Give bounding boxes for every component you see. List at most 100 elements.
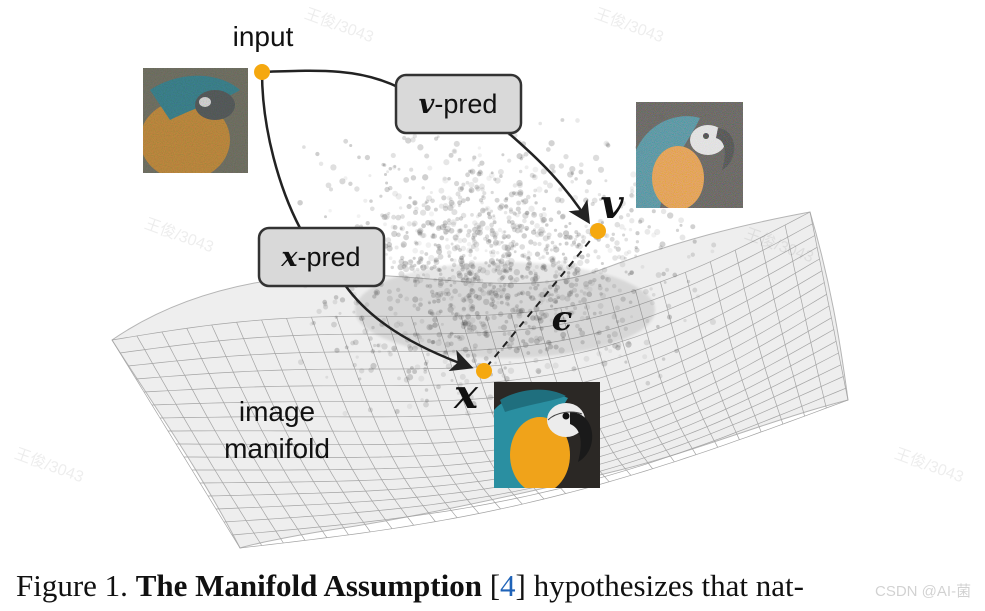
- cloud-point: [525, 256, 531, 261]
- cloud-point: [503, 197, 509, 203]
- cloud-point: [619, 261, 626, 268]
- epsilon-label: ϵ: [552, 299, 573, 339]
- cloud-point: [563, 258, 569, 264]
- cloud-point: [437, 225, 441, 230]
- cloud-point: [520, 199, 524, 203]
- v-point: [590, 223, 606, 239]
- cloud-point: [600, 261, 604, 266]
- cloud-point: [465, 196, 471, 202]
- manifold-grid-line: [143, 258, 820, 393]
- cloud-point: [454, 244, 461, 251]
- cloud-point: [536, 186, 543, 193]
- cloud-point: [437, 253, 444, 260]
- cloud-point: [417, 231, 423, 237]
- cloud-point: [423, 361, 428, 366]
- cloud-point: [469, 189, 473, 193]
- cloud-point: [458, 228, 464, 233]
- cloud-point: [444, 244, 451, 250]
- cloud-point: [395, 193, 402, 200]
- caption-prefix: Figure 1.: [16, 568, 128, 603]
- cloud-point: [577, 259, 584, 267]
- cloud-point: [421, 232, 427, 239]
- cloud-point: [616, 342, 622, 348]
- cloud-point: [359, 368, 365, 374]
- cloud-point: [583, 355, 590, 362]
- cloud-point: [465, 410, 471, 417]
- citation-link[interactable]: 4: [500, 568, 516, 603]
- cloud-point: [674, 348, 679, 354]
- cloud-point: [428, 211, 435, 217]
- cloud-point: [470, 213, 474, 217]
- cloud-point: [457, 238, 463, 244]
- cloud-point: [474, 229, 481, 235]
- cloud-point: [455, 233, 460, 238]
- cloud-point: [477, 212, 482, 217]
- cloud-point: [407, 259, 414, 266]
- cloud-point: [601, 360, 608, 367]
- cloud-point: [548, 140, 555, 147]
- cloud-point: [576, 243, 583, 250]
- cloud-point: [332, 299, 338, 305]
- cloud-point: [484, 205, 491, 212]
- cloud-point: [564, 224, 568, 229]
- cloud-point: [614, 221, 621, 228]
- cloud-point: [402, 260, 409, 267]
- cloud-point: [615, 246, 621, 252]
- cloud-point: [549, 248, 554, 252]
- cloud-point: [629, 270, 634, 275]
- cloud-point: [387, 211, 391, 215]
- cloud-point: [391, 230, 398, 238]
- caption-ref[interactable]: [4]: [489, 568, 526, 603]
- cloud-point: [695, 294, 701, 299]
- cloud-point: [452, 258, 457, 263]
- cloud-point: [331, 321, 337, 328]
- cloud-point: [460, 259, 465, 264]
- cloud-point: [410, 137, 416, 143]
- cloud-point: [455, 191, 461, 197]
- cloud-point: [513, 250, 517, 254]
- cloud-point: [433, 259, 437, 263]
- cloud-point: [454, 180, 460, 187]
- cloud-point: [506, 234, 511, 239]
- cloud-point: [647, 225, 651, 229]
- cloud-point: [423, 370, 428, 374]
- cloud-point: [421, 203, 426, 208]
- cloud-point: [416, 260, 421, 265]
- cloud-point: [418, 230, 422, 234]
- cloud-point: [473, 256, 477, 260]
- cloud-point: [546, 182, 554, 189]
- cloud-point: [442, 177, 449, 184]
- cloud-point: [656, 324, 660, 329]
- cloud-point: [414, 241, 419, 246]
- v-pred-suffix: -pred: [434, 89, 497, 119]
- cloud-point: [413, 240, 418, 245]
- cloud-point: [322, 301, 328, 307]
- cloud-point: [409, 265, 415, 271]
- cloud-point: [388, 256, 393, 261]
- cloud-point: [494, 177, 501, 184]
- cloud-point: [533, 188, 538, 193]
- cloud-point: [487, 394, 494, 401]
- cloud-point: [504, 204, 508, 208]
- cloud-point: [467, 394, 474, 401]
- cloud-point: [558, 187, 563, 192]
- cloud-point: [406, 374, 414, 381]
- cloud-point: [412, 209, 419, 215]
- cloud-point: [398, 206, 403, 210]
- cloud-point: [534, 251, 541, 257]
- cloud-point: [383, 172, 388, 177]
- cloud-point: [500, 240, 504, 244]
- cloud-point: [605, 142, 610, 147]
- cloud-point: [344, 345, 349, 350]
- cloud-point: [532, 166, 539, 173]
- cloud-point: [558, 242, 562, 246]
- cloud-point: [453, 364, 456, 368]
- cloud-point: [458, 257, 465, 265]
- cloud-point: [522, 218, 527, 224]
- cloud-point: [692, 287, 698, 293]
- cloud-point: [386, 241, 393, 248]
- cloud-point: [620, 205, 623, 209]
- cloud-point: [591, 197, 598, 204]
- cloud-point: [709, 318, 716, 325]
- cloud-point: [403, 234, 410, 241]
